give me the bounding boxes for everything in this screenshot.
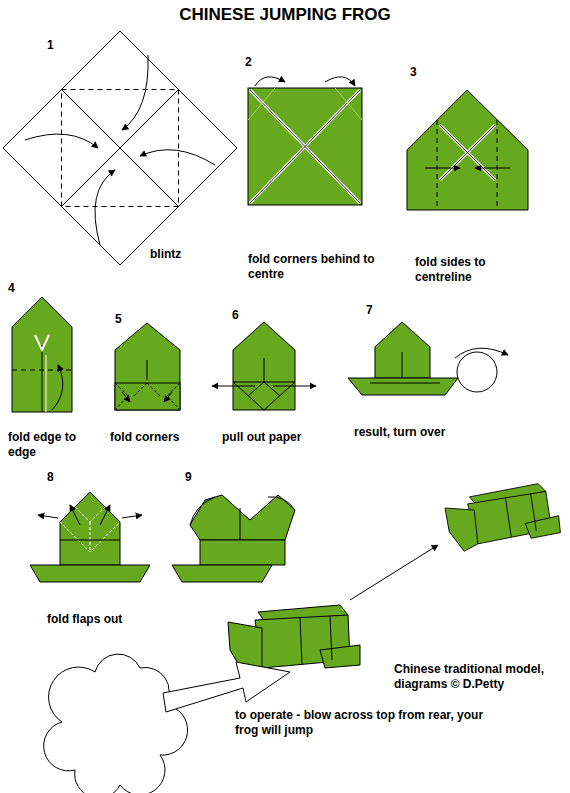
jump-arrow <box>350 545 438 600</box>
step-caption: fold sides to centreline <box>415 255 507 285</box>
tall-house <box>12 297 72 412</box>
tall-house <box>212 322 316 410</box>
step-number: 3 <box>410 65 417 80</box>
step-caption: fold corners <box>110 430 179 445</box>
house-shape <box>407 90 528 210</box>
credit-note: Chinese traditional model, diagrams © D.… <box>394 662 564 692</box>
step-caption: fold edge to edge <box>8 430 98 460</box>
blintz-square <box>3 31 237 265</box>
step-number: 8 <box>47 470 54 485</box>
step-number: 4 <box>8 281 15 296</box>
step-caption: fold corners behind to centre <box>248 252 380 282</box>
step-caption: fold flaps out <box>47 612 122 627</box>
step-number: 9 <box>185 470 192 485</box>
boat-shape <box>348 322 508 395</box>
title: CHINESE JUMPING FROG <box>0 5 570 25</box>
tall-house <box>115 323 180 410</box>
blow-arrow <box>163 662 290 712</box>
frog-front <box>30 492 150 582</box>
step-caption: blintz <box>150 247 181 262</box>
instruction-note: to operate - blow across top from rear, … <box>235 708 485 738</box>
folded-square <box>248 77 362 205</box>
frog-front <box>172 495 295 582</box>
step-caption: pull out paper <box>222 430 301 445</box>
step-number: 6 <box>232 308 239 323</box>
step-number: 5 <box>115 312 122 327</box>
step-number: 2 <box>245 55 252 70</box>
flower-outline <box>44 654 188 793</box>
step-caption: result, turn over <box>354 425 445 440</box>
frog-side <box>443 482 561 553</box>
step-number: 1 <box>47 38 54 53</box>
step-number: 7 <box>366 303 373 318</box>
